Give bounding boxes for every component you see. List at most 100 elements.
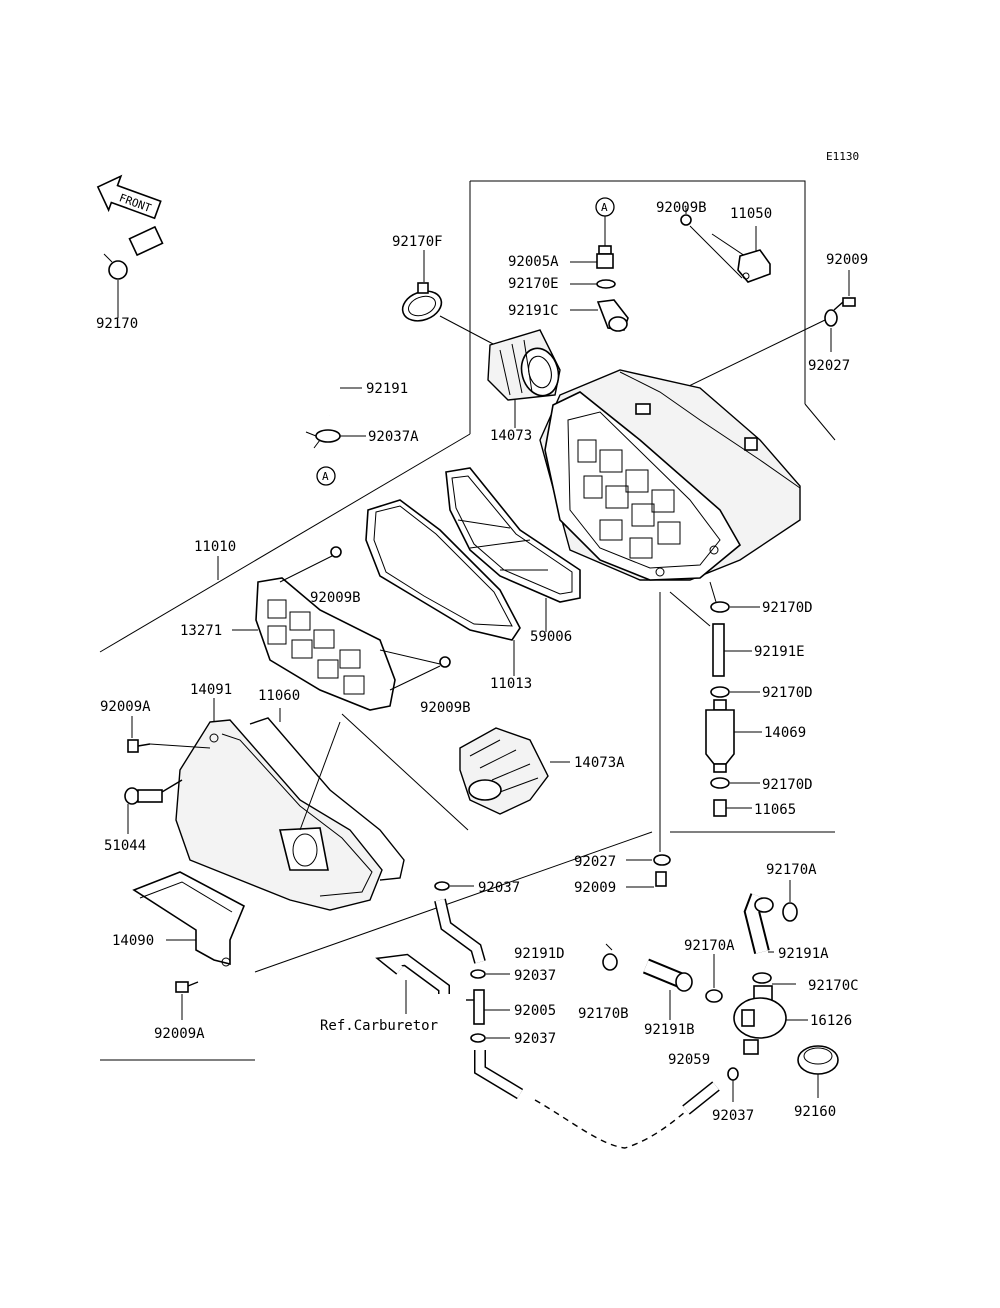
- lower-case-14091: [175, 698, 383, 911]
- hose-92191D: [434, 898, 486, 964]
- clamp-92037-3: [470, 1033, 510, 1043]
- clamp-92170D-1: [669, 581, 760, 627]
- label-92191C: 92191C: [508, 303, 559, 319]
- clamp-92170A-2: [705, 954, 723, 1003]
- filter-14069: [705, 699, 762, 773]
- valve-16126: [733, 985, 808, 1055]
- label-92009A-top: 92009A: [100, 699, 151, 715]
- label-59006: 59006: [530, 629, 572, 645]
- label-92170D-2: 92170D: [762, 685, 813, 701]
- label-92005A: 92005A: [508, 254, 559, 270]
- intake-duct-14073: [487, 329, 561, 428]
- label-92037-4: 92037: [712, 1108, 754, 1124]
- label-92009A-low: 92009A: [154, 1026, 205, 1042]
- clamp-92037-2: [470, 969, 510, 979]
- hose-92191C: [570, 299, 629, 332]
- label-92191A: 92191A: [778, 946, 829, 962]
- label-92191D: 92191D: [514, 946, 565, 962]
- bolt-92009B-mid: [279, 546, 342, 583]
- label-92027-low: 92027: [574, 854, 616, 870]
- label-14069: 14069: [764, 725, 806, 741]
- bolt-92009-low: [626, 871, 667, 888]
- label-11013: 11013: [490, 676, 532, 692]
- label-92170D-3: 92170D: [762, 777, 813, 793]
- label-92170B: 92170B: [578, 1006, 629, 1022]
- hose-92191E: [712, 623, 752, 677]
- element-11013: [365, 499, 521, 676]
- label-92009B-mid: 92009B: [310, 590, 361, 606]
- label-92009B-low: 92009B: [420, 700, 471, 716]
- hose-92059: [682, 1081, 720, 1115]
- ref-carburetor-hose: [375, 953, 450, 1014]
- label-92005: 92005: [514, 1003, 556, 1019]
- label-92059: 92059: [668, 1052, 710, 1068]
- label-92170A-1: 92170A: [766, 862, 817, 878]
- clamp-92170D-3: [710, 777, 760, 789]
- label-13271: 13271: [180, 623, 222, 639]
- clamp-92170B: [602, 943, 618, 971]
- clamp-92170F: [401, 250, 496, 346]
- clamp-92037-1: [434, 881, 474, 891]
- label-92191B: 92191B: [644, 1022, 695, 1038]
- gasket-11060: [249, 708, 405, 881]
- label-92191: 92191: [366, 381, 408, 397]
- element-59006: [445, 467, 581, 632]
- clamp-92037A: [305, 429, 366, 449]
- label-14091: 14091: [190, 682, 232, 698]
- label-92037-2: 92037: [514, 968, 556, 984]
- label-16126: 16126: [810, 1013, 852, 1029]
- cap-11065: [713, 799, 752, 817]
- svg-text:A: A: [601, 201, 608, 214]
- clamp-92170D-2: [710, 686, 760, 698]
- nut-92160: [797, 1045, 839, 1098]
- label-92037-1: 92037: [478, 880, 520, 896]
- bolt-92009A-top: [127, 716, 211, 753]
- air-cleaner-housing: [539, 369, 801, 581]
- washer-92027-low: [626, 854, 671, 866]
- intake-funnel-14073A: [341, 713, 570, 831]
- housing-grid: [577, 439, 681, 559]
- label-11010: 11010: [194, 539, 236, 555]
- hose-92191A: [743, 893, 774, 954]
- hose-92191B: [642, 958, 693, 1020]
- bracket-11050: [680, 208, 771, 283]
- label-92027-top: 92027: [808, 358, 850, 374]
- label-ref-carburetor: Ref.Carburetor: [320, 1018, 438, 1034]
- clamp-92037-4: [727, 1067, 739, 1102]
- clamp-92170C: [752, 972, 796, 985]
- label-92170D-1: 92170D: [762, 600, 813, 616]
- label-92191E: 92191E: [754, 644, 805, 660]
- label-92009-top: 92009: [826, 252, 868, 268]
- element-13271: [232, 577, 396, 711]
- hose-lower-drain: [474, 1050, 686, 1149]
- label-92037-3: 92037: [514, 1031, 556, 1047]
- label-92170: 92170: [96, 316, 138, 332]
- ref-marker-a-top: A: [595, 197, 615, 246]
- label-11065: 11065: [754, 802, 796, 818]
- ref-marker-a-lower: A: [316, 466, 336, 486]
- label-92009-low: 92009: [574, 880, 616, 896]
- label-11050: 11050: [730, 206, 772, 222]
- breather-hose-92191: [128, 220, 341, 417]
- label-11060: 11060: [258, 688, 300, 704]
- fitting-92005A: [570, 245, 614, 269]
- label-92009B-top: 92009B: [656, 200, 707, 216]
- part-labels: 92170 92191 92037A 92170F 14073 92005A 9…: [96, 200, 868, 1124]
- diagram-code: E1130: [826, 150, 859, 163]
- svg-text:A: A: [322, 470, 329, 483]
- bolt-92009B-low: [379, 649, 451, 691]
- label-92170E: 92170E: [508, 276, 559, 292]
- bracket-14090: [132, 871, 246, 967]
- label-92037A: 92037A: [368, 429, 419, 445]
- label-14073: 14073: [490, 428, 532, 444]
- clamp-92170A-1: [782, 880, 798, 922]
- drain-plug-51044: [124, 779, 183, 834]
- label-51044: 51044: [104, 838, 146, 854]
- front-arrow-icon: FRONT: [96, 174, 162, 220]
- clamp-92170E: [570, 279, 616, 289]
- bolt-92009A-low: [175, 981, 199, 1020]
- label-92170A-2: 92170A: [684, 938, 735, 954]
- bolt-92009-top: [833, 270, 856, 311]
